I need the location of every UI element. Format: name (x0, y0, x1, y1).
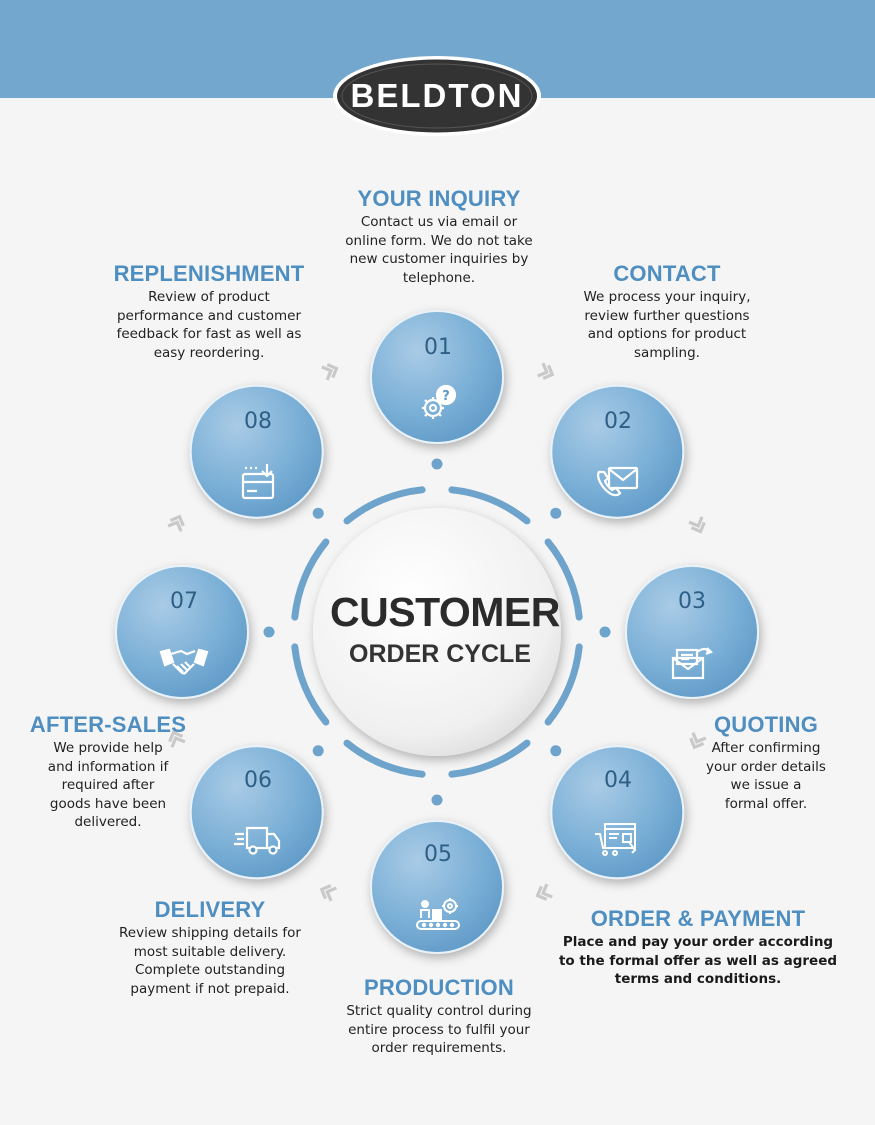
step-title: CONTACT (613, 261, 721, 286)
ring-segment (448, 739, 531, 778)
step-circle-03 (625, 565, 759, 699)
step-circle-08 (189, 384, 324, 519)
step-title: QUOTING (713, 712, 819, 737)
ring-segment (343, 739, 426, 778)
ring-segment (343, 486, 426, 525)
gear-question-icon: ? (413, 384, 463, 424)
step-number-06: 06 (244, 768, 272, 793)
step-05-text: PRODUCTION Strict quality control during… (299, 975, 579, 1058)
step-circle-05 (370, 820, 504, 954)
connector-dot (550, 507, 562, 519)
handshake-icon (159, 642, 209, 682)
step-number-02: 02 (604, 409, 632, 434)
step-title: DELIVERY (154, 897, 266, 922)
step-number-01: 01 (424, 335, 452, 360)
chevron-arrow-icon (688, 516, 706, 534)
step-circle-06 (189, 745, 324, 880)
step-number-08: 08 (244, 409, 272, 434)
chevron-arrow-icon (167, 514, 185, 533)
svg-text:?: ? (442, 389, 450, 404)
chevron-arrow-icon (535, 883, 553, 901)
center-circle (313, 508, 561, 756)
step-number-07: 07 (170, 589, 198, 614)
ring-segment (544, 538, 583, 621)
connector-dot (550, 745, 562, 757)
chevron-arrow-icon (536, 362, 555, 380)
center-title: CUSTOMER (330, 589, 560, 635)
chevron-arrow-icon (319, 884, 338, 902)
step-04-text: ORDER & PAYMENT Place and pay your order… (548, 906, 848, 989)
step-title: YOUR INQUIRY (357, 186, 521, 211)
center-subtitle: ORDER CYCLE (349, 640, 531, 668)
ring-segment (291, 538, 330, 621)
chevron-arrow-icon (689, 731, 707, 750)
phone-envelope-icon (593, 462, 643, 502)
cart-browser-icon (593, 820, 643, 860)
step-circle-02 (550, 384, 685, 519)
connector-dot (312, 507, 324, 519)
step-title: PRODUCTION (364, 975, 514, 1000)
envelope-arrow-icon (667, 642, 717, 682)
step-description: We process your inquiry,review further q… (583, 289, 751, 361)
step-title: ORDER & PAYMENT (590, 906, 806, 931)
brand-name: BELDTON (350, 77, 524, 114)
step-number-05: 05 (424, 842, 452, 867)
chevron-arrow-icon (321, 363, 339, 381)
step-02-text: CONTACT We process your inquiry,review f… (556, 261, 778, 362)
ring-segment (544, 643, 583, 726)
ring-segment (291, 643, 330, 726)
ring-segment (448, 486, 531, 525)
step-title: AFTER-SALES (29, 712, 187, 737)
connector-dot (263, 626, 275, 638)
connector-dot (312, 745, 324, 757)
step-circle-04 (550, 745, 685, 880)
conveyor-icon (413, 894, 463, 934)
connector-dot (431, 458, 443, 470)
connector-dot (431, 794, 443, 806)
step-number-04: 04 (604, 768, 632, 793)
step-title: REPLENISHMENT (113, 261, 305, 286)
card-download-icon (233, 462, 283, 502)
connector-dot (599, 626, 611, 638)
step-number-03: 03 (678, 589, 706, 614)
truck-icon (233, 820, 283, 860)
chevron-arrow-icon (168, 730, 186, 748)
brand-logo: BELDTON (332, 55, 542, 137)
step-circle-01 (370, 310, 504, 444)
step-circle-07 (115, 565, 249, 699)
